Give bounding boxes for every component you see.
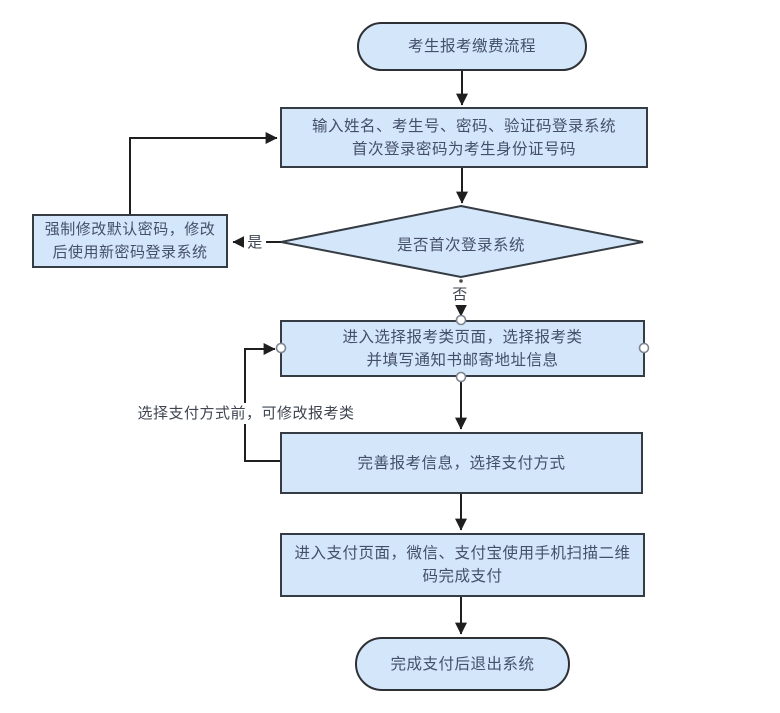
node-complete-info[interactable]: 完善报考信息，选择支付方式	[280, 432, 643, 494]
edge-force-change-to-login	[129, 132, 278, 214]
node-start-label: 考生报考缴费流程	[407, 38, 536, 55]
node-force-change-line2: 后使用新密码登录系统	[52, 244, 208, 261]
connection-point-right[interactable]	[638, 342, 650, 354]
connection-point-top[interactable]	[455, 314, 467, 326]
node-payment[interactable]: 进入支付页面，微信、支付宝使用手机扫描二维 码完成支付	[280, 533, 645, 597]
node-login-line1: 输入姓名、考生号、密码、验证码登录系统	[311, 117, 616, 135]
node-force-change-password[interactable]: 强制修改默认密码，修改 后使用新密码登录系统	[32, 214, 228, 268]
node-decision-label: 是否首次登录系统	[396, 237, 525, 254]
edge-label-no: 否	[448, 284, 472, 305]
node-payment-line1: 进入支付页面，微信、支付宝使用手机扫描二维	[294, 545, 631, 562]
node-complete-info-label: 完善报考信息，选择支付方式	[357, 454, 566, 472]
edge-label-modify-note: 选择支付方式前，可修改报考类	[130, 403, 362, 424]
node-select-category-line2: 并填写通知书邮寄地址信息	[366, 351, 559, 369]
node-end-label: 完成支付后退出系统	[390, 655, 535, 673]
decision-bottom-dot	[459, 279, 463, 283]
node-payment-line2: 码完成支付	[422, 568, 503, 585]
node-start[interactable]: 考生报考缴费流程	[357, 22, 587, 71]
edge-label-yes: 是	[244, 232, 266, 253]
node-end[interactable]: 完成支付后退出系统	[355, 637, 570, 691]
node-login-line2: 首次登录密码为考生身份证号码	[351, 140, 576, 158]
node-login[interactable]: 输入姓名、考生号、密码、验证码登录系统 首次登录密码为考生身份证号码	[280, 107, 648, 168]
node-force-change-line1: 强制修改默认密码，修改	[44, 221, 216, 238]
node-select-category-line1: 进入选择报考类页面，选择报考类	[342, 328, 583, 346]
connection-point-left[interactable]	[275, 342, 287, 354]
node-decision-shape[interactable]	[280, 204, 644, 279]
connection-point-bottom[interactable]	[455, 371, 467, 383]
